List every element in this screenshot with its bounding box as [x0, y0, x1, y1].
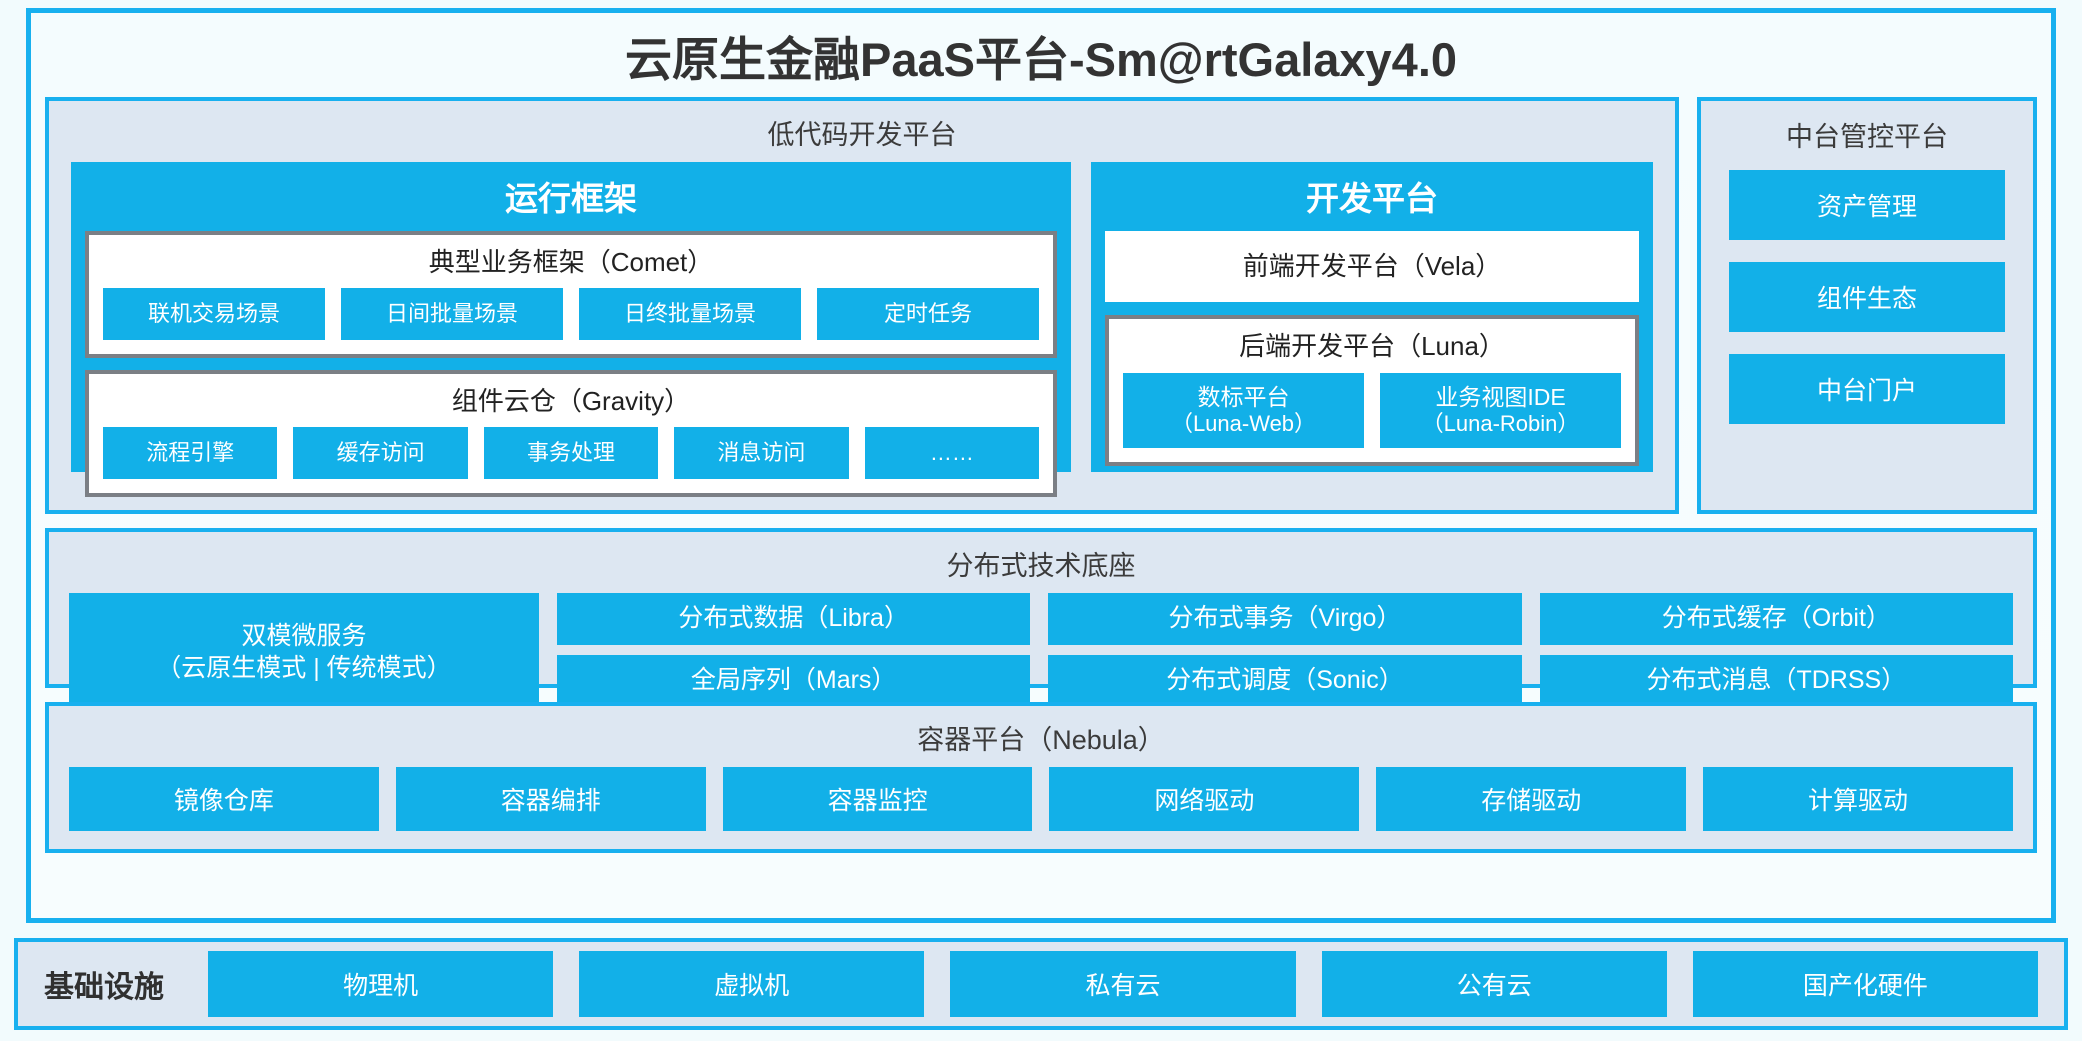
- comet-item-online-trade[interactable]: 联机交易场景: [103, 288, 325, 340]
- luna-web-code: （Luna-Web）: [1170, 410, 1317, 436]
- comet-item-scheduled-task[interactable]: 定时任务: [817, 288, 1039, 340]
- gravity-item-process-engine[interactable]: 流程引擎: [103, 427, 278, 479]
- luna-item-luna-robin[interactable]: 业务视图IDE （Luna-Robin）: [1380, 372, 1621, 448]
- lowcode-platform-body: 运行框架 典型业务框架（Comet） 联机交易场景 日间批量场景 日终批量场景 …: [49, 162, 1675, 497]
- dist-item-tdrss[interactable]: 分布式消息（TDRSS）: [1539, 654, 2013, 706]
- container-item-monitoring[interactable]: 容器监控: [722, 767, 1033, 831]
- gravity-item-transaction[interactable]: 事务处理: [483, 427, 659, 479]
- dist-item-libra[interactable]: 分布式数据（Libra）: [557, 593, 1031, 645]
- top-row: 低代码开发平台 运行框架 典型业务框架（Comet） 联机交易场景 日间批量场景…: [31, 97, 2051, 514]
- infra-item-virtual-machine[interactable]: 虚拟机: [579, 951, 925, 1017]
- runtime-framework-box[interactable]: 运行框架 典型业务框架（Comet） 联机交易场景 日间批量场景 日终批量场景 …: [71, 162, 1071, 497]
- microservice-line2: （云原生模式 | 传统模式）: [156, 653, 452, 682]
- gravity-item-message-access[interactable]: 消息访问: [674, 427, 849, 479]
- mgmt-platform-body: 资产管理 组件生态 中台门户: [1701, 170, 2033, 442]
- mgmt-item-portal[interactable]: 中台门户: [1729, 354, 2005, 424]
- luna-chip-row: 数标平台 （Luna-Web） 业务视图IDE （Luna-Robin）: [1123, 372, 1621, 448]
- frontend-dev-platform-vela[interactable]: 前端开发平台（Vela）: [1105, 231, 1639, 303]
- dist-item-orbit[interactable]: 分布式缓存（Orbit）: [1539, 593, 2013, 645]
- dist-item-sonic[interactable]: 分布式调度（Sonic）: [1048, 654, 1522, 706]
- microservice-line1: 双模微服务: [241, 622, 367, 650]
- dist-col-microservice: 双模微服务 （云原生模式 | 传统模式）: [69, 593, 539, 712]
- dist-col-3: 分布式缓存（Orbit） 分布式消息（TDRSS）: [1539, 593, 2013, 712]
- infra-item-private-cloud[interactable]: 私有云: [950, 951, 1296, 1017]
- page-title: 云原生金融PaaS平台-Sm@rtGalaxy4.0: [624, 32, 1458, 86]
- mgmt-platform-title: 中台管控平台: [1786, 122, 1948, 152]
- dist-item-virgo[interactable]: 分布式事务（Virgo）: [1048, 593, 1522, 645]
- infra-item-domestic-hardware[interactable]: 国产化硬件: [1692, 951, 2039, 1017]
- distributed-base-body: 双模微服务 （云原生模式 | 传统模式） 分布式数据（Libra） 全局序列（M…: [49, 593, 2033, 728]
- comet-group-title: 典型业务框架（Comet）: [428, 247, 714, 278]
- dev-platform-box[interactable]: 开发平台 前端开发平台（Vela） 后端开发平台（Luna） 数标平台 （Lun…: [1091, 162, 1653, 472]
- container-item-compute-driver[interactable]: 计算驱动: [1703, 767, 2013, 831]
- lowcode-platform-title: 低代码开发平台: [767, 120, 957, 150]
- lowcode-platform-panel[interactable]: 低代码开发平台 运行框架 典型业务框架（Comet） 联机交易场景 日间批量场景…: [45, 97, 1679, 514]
- container-item-network-driver[interactable]: 网络驱动: [1049, 767, 1360, 831]
- dist-col-2: 分布式事务（Virgo） 分布式调度（Sonic）: [1048, 593, 1522, 712]
- distributed-base-panel[interactable]: 分布式技术底座 双模微服务 （云原生模式 | 传统模式） 分布式数据（Libra…: [45, 528, 2037, 712]
- mgmt-item-component-ecosystem[interactable]: 组件生态: [1729, 262, 2005, 332]
- gravity-item-more-ellipsis[interactable]: ……: [864, 427, 1040, 479]
- infra-item-public-cloud[interactable]: 公有云: [1321, 951, 1667, 1017]
- runtime-framework-title: 运行框架: [505, 180, 637, 217]
- comet-item-intraday-batch[interactable]: 日间批量场景: [341, 288, 563, 340]
- comet-item-eod-batch[interactable]: 日终批量场景: [579, 288, 801, 340]
- dist-col-1: 分布式数据（Libra） 全局序列（Mars）: [557, 593, 1031, 712]
- comet-chip-row: 联机交易场景 日间批量场景 日终批量场景 定时任务: [103, 288, 1039, 340]
- platform-outer-frame: 云原生金融PaaS平台-Sm@rtGalaxy4.0 低代码开发平台 运行框架 …: [26, 8, 2056, 923]
- dev-platform-title: 开发平台: [1306, 180, 1438, 217]
- container-platform-panel[interactable]: 容器平台（Nebula） 镜像仓库 容器编排 容器监控 网络驱动 存储驱动 计算…: [45, 702, 2037, 853]
- luna-item-luna-web[interactable]: 数标平台 （Luna-Web）: [1123, 372, 1364, 448]
- dist-item-mars[interactable]: 全局序列（Mars）: [557, 654, 1031, 706]
- gravity-group-title: 组件云仓（Gravity）: [451, 385, 691, 416]
- luna-web-name: 数标平台: [1197, 383, 1290, 410]
- container-item-image-registry[interactable]: 镜像仓库: [69, 767, 379, 831]
- gravity-group[interactable]: 组件云仓（Gravity） 流程引擎 缓存访问 事务处理 消息访问 ……: [85, 369, 1057, 497]
- container-platform-body: 镜像仓库 容器编排 容器监控 网络驱动 存储驱动 计算驱动: [49, 767, 2033, 849]
- infrastructure-bar[interactable]: 基础设施 物理机 虚拟机 私有云 公有云 国产化硬件: [14, 938, 2068, 1030]
- dist-item-dual-mode-microservice[interactable]: 双模微服务 （云原生模式 | 传统模式）: [69, 593, 539, 712]
- comet-group[interactable]: 典型业务框架（Comet） 联机交易场景 日间批量场景 日终批量场景 定时任务: [85, 231, 1057, 358]
- gravity-item-cache-access[interactable]: 缓存访问: [293, 427, 468, 479]
- backend-dev-platform-luna-group[interactable]: 后端开发平台（Luna） 数标平台 （Luna-Web） 业务视图IDE （Lu…: [1105, 315, 1639, 466]
- mgmt-platform-panel[interactable]: 中台管控平台 资产管理 组件生态 中台门户: [1697, 97, 2037, 514]
- luna-robin-code: （Luna-Robin）: [1421, 410, 1580, 436]
- luna-robin-name: 业务视图IDE: [1435, 383, 1566, 410]
- container-item-storage-driver[interactable]: 存储驱动: [1376, 767, 1687, 831]
- infrastructure-label: 基础设施: [44, 971, 164, 1004]
- distributed-base-title: 分布式技术底座: [946, 551, 1136, 581]
- mgmt-item-asset-management[interactable]: 资产管理: [1729, 170, 2005, 240]
- container-item-orchestration[interactable]: 容器编排: [395, 767, 706, 831]
- container-platform-title: 容器平台（Nebula）: [917, 725, 1165, 755]
- gravity-chip-row: 流程引擎 缓存访问 事务处理 消息访问 ……: [103, 427, 1040, 479]
- backend-dev-platform-title: 后端开发平台（Luna）: [1239, 331, 1505, 362]
- infra-item-physical-machine[interactable]: 物理机: [208, 951, 554, 1017]
